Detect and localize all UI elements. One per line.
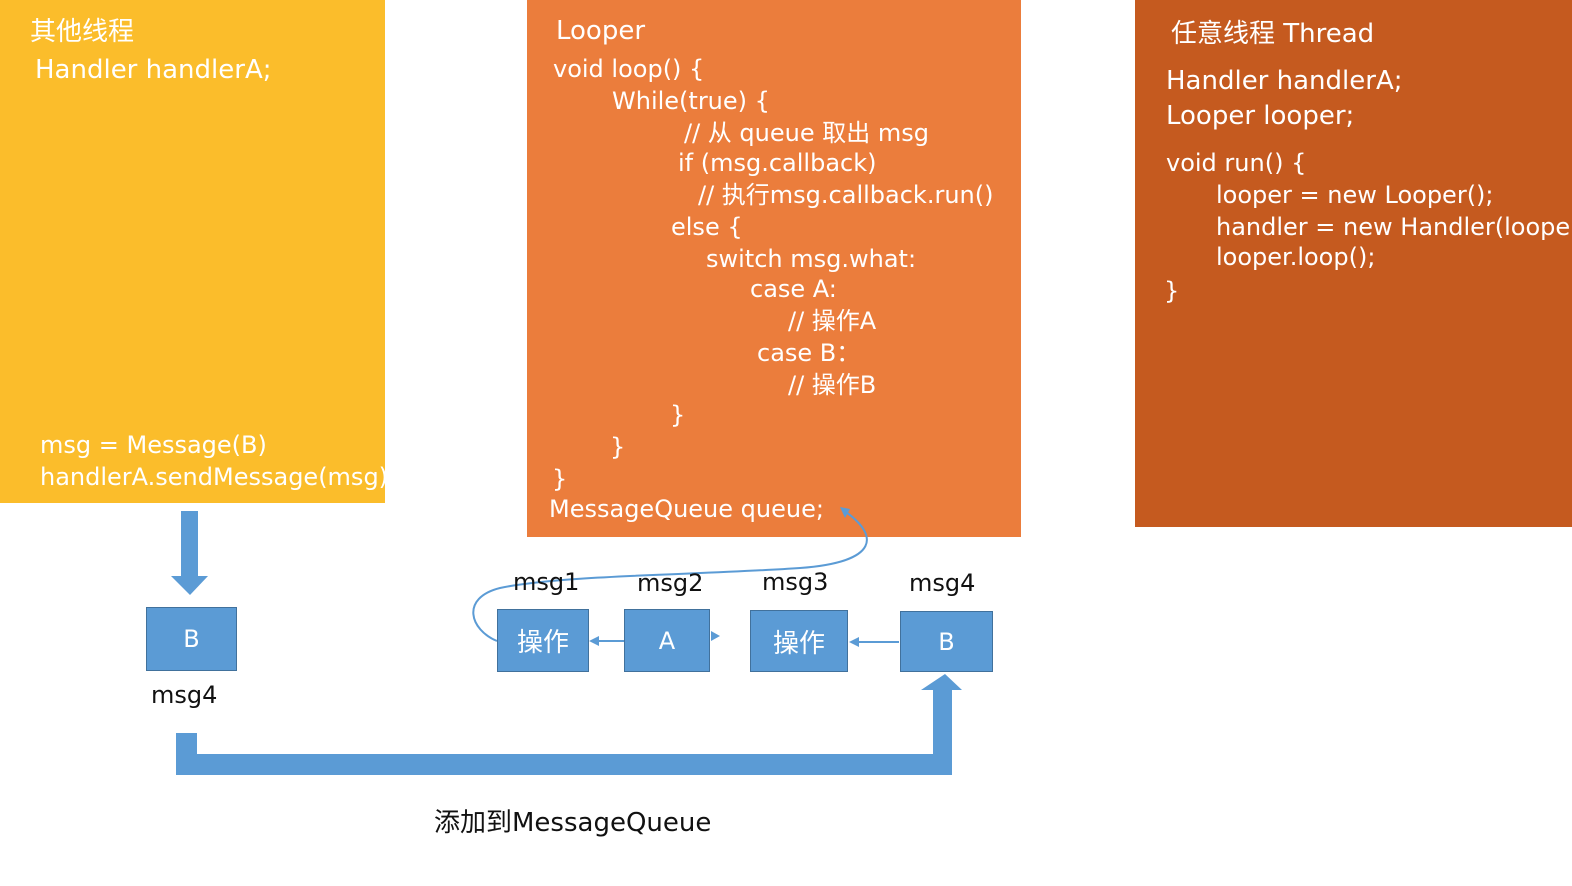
code-line: // 从 queue 取出 msg [684, 119, 929, 147]
queue-item-name: msg1 [513, 568, 580, 596]
code-line: switch msg.what: [706, 245, 917, 273]
code-line: looper.loop(); [1216, 243, 1376, 271]
code-line: // 操作A [788, 307, 877, 335]
enqueue-caption: 添加到MessageQueue [434, 808, 712, 838]
sent-message-name: msg4 [151, 681, 218, 709]
queue-item-name: msg4 [909, 569, 976, 597]
code-line: msg = Message(B) [40, 431, 267, 459]
code-line: if (msg.callback) [678, 149, 877, 177]
looper-title: Looper [556, 16, 646, 46]
queue-item-box: A [624, 609, 710, 672]
code-line: } [610, 433, 626, 461]
enqueue-arrow [176, 674, 962, 775]
code-line: // 执行msg.callback.run() [698, 181, 994, 209]
code-line: } [552, 465, 568, 493]
queue-decl: MessageQueue queue; [549, 495, 824, 523]
arrowhead-icon [849, 637, 859, 647]
connector-msg1-queue [472, 509, 868, 642]
code-line: While(true) { [612, 87, 770, 115]
code-line: void loop() { [553, 55, 705, 83]
code-line: void run() { [1166, 149, 1307, 177]
other-thread-handler-decl: Handler handlerA; [35, 55, 272, 85]
decl-line: Looper looper; [1166, 101, 1355, 131]
other-thread-panel: 其他线程 Handler handlerA; msg = Message(B) … [0, 0, 389, 503]
code-line: } [1164, 277, 1180, 305]
arrowhead-icon [840, 507, 850, 518]
sent-message-box: B [146, 607, 237, 671]
code-line: } [670, 401, 686, 429]
code-line: case B： [757, 339, 861, 367]
looper-panel: Looper void loop() { While(true) { // 从 … [527, 0, 1021, 537]
queue-item-name: msg3 [762, 568, 829, 596]
queue-item-name: msg2 [637, 569, 704, 597]
code-line: looper = new Looper(); [1216, 181, 1494, 209]
code-line: case A: [750, 275, 837, 303]
any-thread-title: 任意线程 Thread [1171, 19, 1375, 49]
arrowhead-icon [589, 636, 599, 646]
code-line: // 操作B [788, 371, 877, 399]
code-line: handler = new Handler(looper); [1216, 213, 1572, 241]
code-line: else { [671, 213, 743, 241]
queue-item-box: 操作 [750, 610, 848, 672]
down-arrow [171, 511, 208, 595]
queue-item-box: 操作 [497, 609, 589, 672]
decl-line: Handler handlerA; [1166, 66, 1403, 96]
other-thread-title: 其他线程 [30, 17, 135, 47]
arrowhead-icon [711, 631, 720, 641]
any-thread-panel: 任意线程 Thread Handler handlerA; Looper loo… [1135, 0, 1572, 527]
queue-item-box: B [900, 611, 993, 672]
code-line: handlerA.sendMessage(msg) [40, 463, 389, 491]
